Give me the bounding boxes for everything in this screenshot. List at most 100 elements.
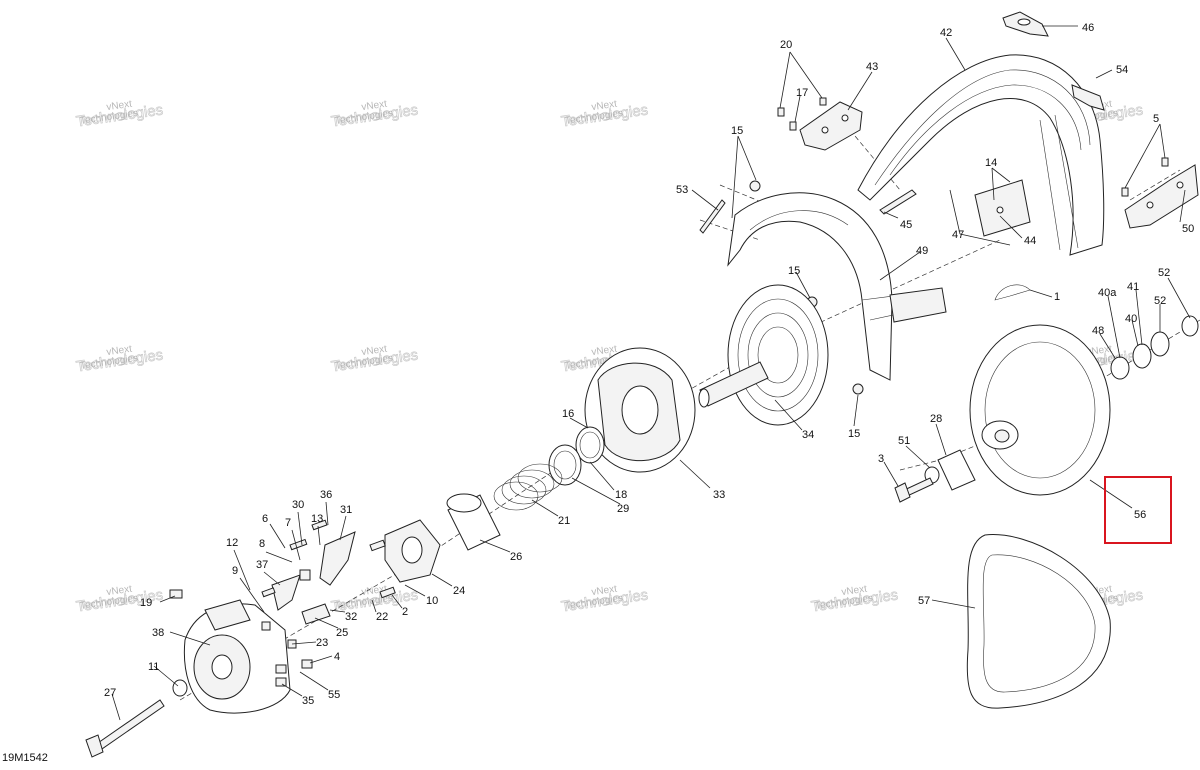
callout-label-c54: 54 bbox=[1116, 64, 1128, 76]
callout-label-c31: 31 bbox=[340, 504, 352, 516]
callout-label-c29: 29 bbox=[617, 503, 629, 515]
callout-label-c44: 44 bbox=[1024, 235, 1036, 247]
callout-label-c35: 35 bbox=[302, 695, 314, 707]
callout-label-c16: 16 bbox=[562, 408, 574, 420]
callout-label-c23: 23 bbox=[316, 637, 328, 649]
callout-label-c50: 50 bbox=[1182, 223, 1194, 235]
callout-label-c57: 57 bbox=[918, 595, 930, 607]
callout-label-c47: 47 bbox=[952, 229, 964, 241]
part-21-spring bbox=[493, 463, 563, 511]
part-50-mount bbox=[1121, 157, 1199, 229]
callout-label-c15b: 15 bbox=[788, 265, 800, 277]
callout-label-c49: 49 bbox=[916, 245, 928, 257]
callout-label-c15a: 15 bbox=[731, 125, 743, 137]
callout-label-c53: 53 bbox=[676, 184, 688, 196]
watermark-line1: vNext bbox=[591, 344, 618, 358]
part-44-plate bbox=[974, 179, 1031, 237]
fasteners-17-20 bbox=[777, 97, 827, 131]
callout-label-c33: 33 bbox=[713, 489, 725, 501]
rings-16-18 bbox=[548, 426, 605, 486]
callout-label-c3: 3 bbox=[878, 453, 884, 465]
part-34-fixed-sheave bbox=[698, 284, 829, 426]
callout-label-c38: 38 bbox=[152, 627, 164, 639]
callout-label-c52b: 52 bbox=[1154, 295, 1166, 307]
callout-label-c48: 48 bbox=[1092, 325, 1104, 337]
callout-label-c37: 37 bbox=[256, 559, 268, 571]
callout-label-c34: 34 bbox=[802, 429, 814, 441]
callout-label-c52a: 52 bbox=[1158, 267, 1170, 279]
callout-label-c45: 45 bbox=[900, 219, 912, 231]
callout-label-c10: 10 bbox=[426, 595, 438, 607]
part-24-spider bbox=[384, 519, 441, 583]
part-26-sleeve bbox=[446, 493, 501, 551]
callout-label-c11: 11 bbox=[148, 661, 159, 673]
watermark-line1: vNext bbox=[591, 584, 618, 598]
callout-label-c41: 41 bbox=[1127, 281, 1139, 293]
callout-label-c19: 19 bbox=[140, 597, 152, 609]
part-45-strip bbox=[879, 189, 917, 215]
callout-label-c17: 17 bbox=[796, 87, 808, 99]
leader-lines bbox=[111, 25, 1191, 721]
part-53-strip bbox=[699, 199, 726, 234]
callout-label-c40a: 40a bbox=[1098, 287, 1117, 299]
part-43-bracket bbox=[799, 101, 863, 151]
callout-label-c21: 21 bbox=[558, 515, 570, 527]
part-33-moveable-sheave bbox=[584, 347, 696, 473]
watermark-line1: vNext bbox=[106, 344, 133, 358]
callout-label-c26: 26 bbox=[510, 551, 522, 563]
watermark-line1: vNext bbox=[361, 99, 388, 113]
callout-label-c20: 20 bbox=[780, 39, 792, 51]
callout-label-c46: 46 bbox=[1082, 22, 1094, 34]
watermark-line1: vNext bbox=[361, 344, 388, 358]
callout-label-c25: 25 bbox=[336, 627, 348, 639]
callout-label-c8: 8 bbox=[259, 538, 265, 550]
parts-11-27 bbox=[85, 679, 188, 758]
part-38-housing bbox=[183, 599, 291, 714]
watermark-line1: vNext bbox=[106, 584, 133, 598]
callout-label-c9: 9 bbox=[232, 565, 238, 577]
part-54-strip bbox=[1071, 84, 1105, 111]
rings-40-52 bbox=[1110, 315, 1199, 380]
callout-label-c28: 28 bbox=[930, 413, 942, 425]
callout-label-c32: 32 bbox=[345, 611, 357, 623]
callout-label-c30: 30 bbox=[292, 499, 304, 511]
callout-label-c24: 24 bbox=[453, 585, 465, 597]
callout-label-c15c: 15 bbox=[848, 428, 860, 440]
watermark-line1: vNext bbox=[106, 99, 133, 113]
callout-label-c43: 43 bbox=[866, 61, 878, 73]
callout-label-c27: 27 bbox=[104, 687, 116, 699]
callout-label-c2: 2 bbox=[402, 606, 408, 618]
callout-label-c7: 7 bbox=[285, 517, 291, 529]
callout-label-c6: 6 bbox=[262, 513, 268, 525]
watermark-line1: vNext bbox=[841, 584, 868, 598]
part-57-drive-belt bbox=[966, 534, 1111, 709]
callout-label-c4: 4 bbox=[334, 651, 340, 663]
callout-label-c22: 22 bbox=[376, 611, 388, 623]
callout-label-c18: 18 bbox=[615, 489, 627, 501]
part-1-clip bbox=[994, 284, 1031, 301]
callout-label-c40: 40 bbox=[1125, 313, 1137, 325]
watermark-line1: vNext bbox=[591, 99, 618, 113]
callout-label-c56: 56 bbox=[1134, 509, 1146, 521]
callout-label-c14: 14 bbox=[985, 157, 997, 169]
callout-label-c36: 36 bbox=[320, 489, 332, 501]
part-56-driven-pulley bbox=[969, 324, 1111, 496]
callout-label-c55: 55 bbox=[328, 689, 340, 701]
figure-code: 19M1542 bbox=[2, 752, 48, 764]
callout-label-c42: 42 bbox=[940, 27, 952, 39]
callout-label-c1: 1 bbox=[1054, 291, 1060, 303]
part-42-fender bbox=[857, 54, 1105, 256]
part-46-bracket bbox=[1002, 11, 1049, 37]
callout-label-c51: 51 bbox=[898, 435, 910, 447]
clips-15 bbox=[749, 180, 864, 395]
highlight-box bbox=[1104, 476, 1172, 544]
